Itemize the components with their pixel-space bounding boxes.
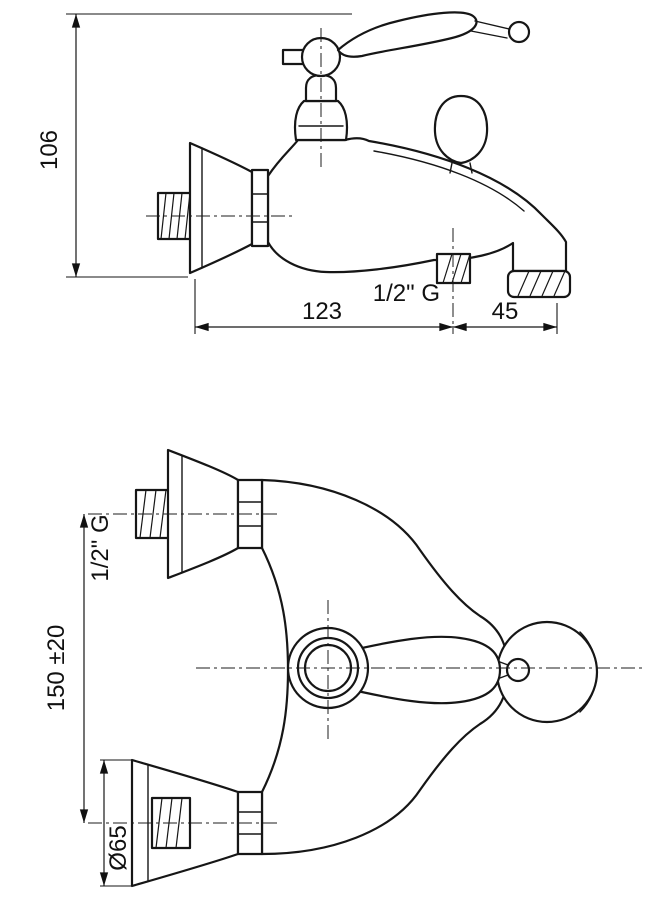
inlet-top-flange [166, 448, 240, 580]
hex-nut [250, 168, 270, 248]
lever-end-ball [507, 20, 531, 44]
spout-contour-line [373, 150, 525, 212]
front-view: 150 ±20 1/2" G Ø65 [43, 448, 642, 888]
diverter-knob [433, 94, 489, 165]
dim-outlet-label: 45 [492, 298, 519, 325]
side-view-centerlines [146, 28, 454, 334]
thread-label-front: 1/2" G [87, 514, 114, 581]
dim-flange-diameter-label: Ø65 [105, 825, 132, 870]
faucet-body-and-spout [266, 137, 568, 274]
spout-aerator [506, 269, 572, 299]
side-view: 106 123 45 1/2" G [36, 11, 572, 334]
front-lever-ball [505, 657, 531, 683]
dimension-reach-outlet: 123 45 [194, 279, 558, 334]
handle-bonnet [293, 99, 349, 142]
thread-label-side: 1/2" G [373, 280, 440, 307]
wall-flange [188, 141, 254, 275]
lever-neck-lines [470, 20, 510, 39]
dim-centers-label: 150 ±20 [43, 625, 70, 712]
spout-face-circles [286, 626, 370, 710]
handle-lever [336, 11, 478, 58]
front-lever-neck-lines [499, 661, 509, 679]
dimension-centers: 150 ±20 [43, 514, 89, 823]
dimension-flange-diameter: Ø65 [99, 759, 134, 887]
dim-height-label: 106 [36, 130, 63, 170]
diverter-stem-lines [449, 162, 473, 174]
dim-reach-label: 123 [302, 298, 342, 325]
front-view-centerlines [88, 513, 642, 824]
knob-rim-arc [579, 631, 598, 713]
dimension-height: 106 [36, 13, 352, 278]
